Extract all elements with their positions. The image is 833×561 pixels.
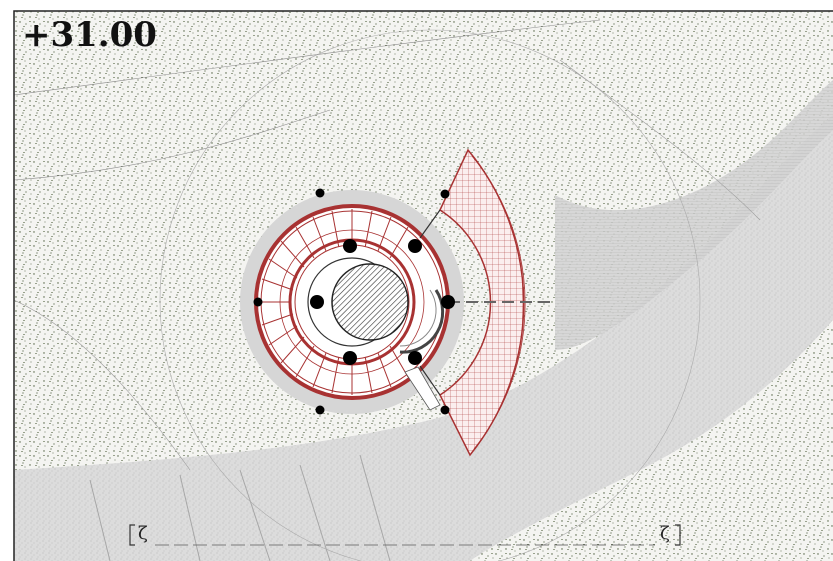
frame-border bbox=[13, 10, 833, 561]
entry-band bbox=[555, 80, 833, 350]
paving-band bbox=[14, 115, 833, 561]
elevation-label: +31.00 bbox=[22, 15, 157, 55]
central-core bbox=[331, 263, 409, 341]
section-line bbox=[129, 524, 681, 546]
columns bbox=[253, 188, 455, 415]
section-marker-right: ζ bbox=[660, 523, 670, 544]
section-marker-left: ζ bbox=[138, 523, 148, 544]
